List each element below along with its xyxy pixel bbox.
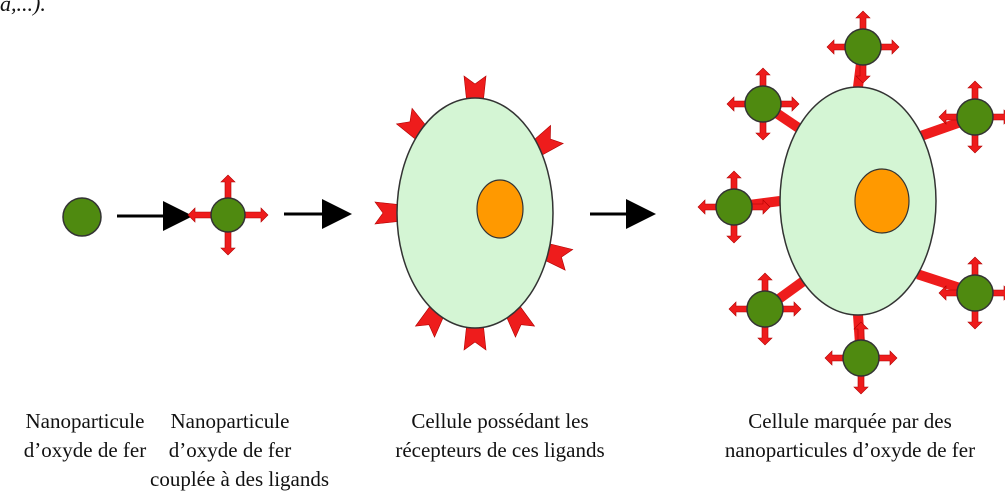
nanoparticle-icon: [842, 339, 880, 377]
stage1-nanoparticle: [62, 197, 102, 237]
labeled-nanoparticle: [697, 170, 771, 244]
labeled-nanoparticle: [938, 256, 1005, 330]
caption-stage2: Nanoparticule d’oxyde de fer couplée à d…: [150, 407, 330, 494]
caption-stage4: Cellule marquée par des nanoparticules d…: [695, 407, 1005, 465]
caption-stage3: Cellule possédant les récepteurs de ces …: [375, 407, 625, 465]
nanoparticle-icon: [956, 274, 994, 312]
top-text-fragment: a,...).: [0, 0, 46, 16]
caption-line: Nanoparticule: [170, 409, 290, 433]
nanoparticle-icon: [62, 197, 102, 237]
caption-line: nanoparticules d’oxyde de fer: [724, 438, 976, 462]
caption-line: d’oxyde de fer: [168, 438, 292, 462]
diagram-canvas: [62, 10, 1005, 395]
caption-stage1: Nanoparticule d’oxyde de fer: [0, 407, 170, 465]
nanoparticle-icon: [715, 188, 753, 226]
cell-nucleus: [476, 179, 524, 239]
labeled-nanoparticle: [826, 10, 900, 84]
cell-nucleus: [854, 168, 910, 234]
caption-line: récepteurs de ces ligands: [395, 438, 605, 462]
stage2-functionalized-nanoparticle: [187, 174, 269, 256]
labeled-nanoparticle: [728, 272, 802, 346]
nanoparticle-icon: [844, 28, 882, 66]
nanoparticle-icon: [956, 98, 994, 136]
nanoparticle-icon: [744, 85, 782, 123]
caption-line: Cellule possédant les: [411, 409, 589, 433]
stage4-labeled-cell: [697, 10, 1005, 395]
caption-line: Cellule marquée par des: [748, 409, 952, 433]
caption-line: d’oxyde de fer: [23, 438, 147, 462]
labeled-nanoparticle: [938, 80, 1005, 154]
caption-line: couplée à des ligands: [150, 467, 330, 491]
caption-line: Nanoparticule: [25, 409, 145, 433]
nanoparticle-icon: [746, 290, 784, 328]
labeled-nanoparticle: [726, 67, 800, 141]
stage3-cell-with-receptors: [374, 75, 574, 351]
nanoparticle-icon: [210, 197, 246, 233]
labeled-nanoparticle: [824, 321, 898, 395]
cell-body: [396, 97, 554, 329]
